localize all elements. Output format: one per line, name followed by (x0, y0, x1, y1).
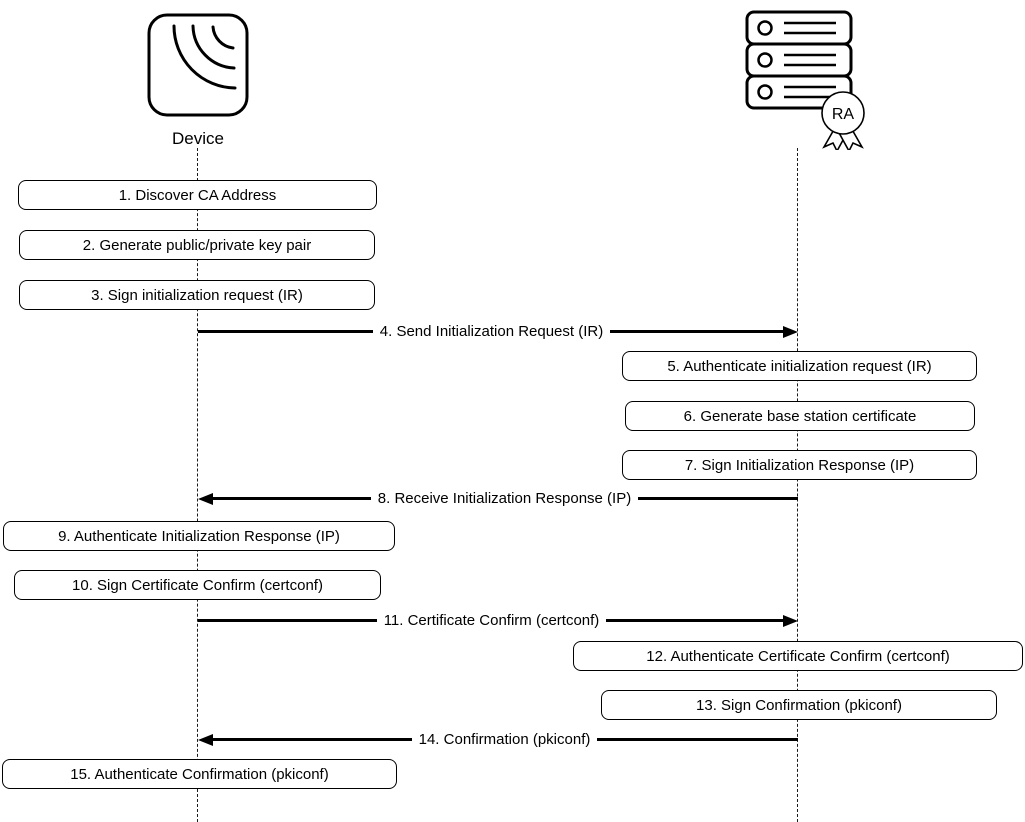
step-box-6: 6. Generate base station certificate (625, 401, 975, 431)
step-box-10: 10. Sign Certificate Confirm (certconf) (14, 570, 381, 600)
arrow-line (597, 737, 798, 742)
wifi-arcs-icon (172, 24, 237, 90)
lifeline-device (197, 148, 198, 822)
arrowhead-right-icon (783, 325, 799, 338)
step-box-2: 2. Generate public/private key pair (19, 230, 375, 260)
arrow-line (198, 618, 377, 623)
arrow-line (638, 496, 798, 501)
arrowhead-right-icon (783, 614, 798, 627)
arrow-line (610, 329, 786, 334)
step-box-1: 1. Discover CA Address (18, 180, 377, 210)
step-box-5: 5. Authenticate initialization request (… (622, 351, 977, 381)
message-arrow-11: 11. Certificate Confirm (certconf) (198, 613, 798, 628)
step-box-13: 13. Sign Confirmation (pkiconf) (601, 690, 997, 720)
step-box-15: 15. Authenticate Confirmation (pkiconf) (2, 759, 397, 789)
step-box-7: 7. Sign Initialization Response (IP) (622, 450, 977, 480)
ra-badge-text: RA (832, 106, 855, 123)
message-label-14: 14. Confirmation (pkiconf) (418, 731, 591, 748)
arrow-line (211, 737, 412, 742)
ribbon-badge-icon: RA (821, 91, 865, 150)
message-arrow-14: 14. Confirmation (pkiconf) (198, 732, 798, 747)
arrow-line (606, 618, 785, 623)
lifeline-ra (797, 148, 798, 822)
actor-label-device: Device (172, 129, 224, 148)
step-box-3: 3. Sign initialization request (IR) (19, 280, 375, 310)
arrow-line (211, 496, 371, 501)
message-label-11: 11. Certificate Confirm (certconf) (383, 612, 600, 629)
message-arrow-8: 8. Receive Initialization Response (IP) (198, 491, 798, 506)
server-rack-icon: RA (745, 10, 865, 150)
step-box-9: 9. Authenticate Initialization Response … (3, 521, 395, 551)
wireless-device-icon (147, 13, 249, 117)
arrow-line (198, 329, 373, 334)
arrowhead-left-icon (198, 492, 213, 505)
step-box-12: 12. Authenticate Certificate Confirm (ce… (573, 641, 1023, 671)
message-arrow-4: 4. Send Initialization Request (IR) (198, 323, 799, 340)
message-label-8: 8. Receive Initialization Response (IP) (377, 490, 632, 507)
message-label-4: 4. Send Initialization Request (IR) (379, 323, 604, 340)
arrowhead-left-icon (198, 733, 213, 746)
